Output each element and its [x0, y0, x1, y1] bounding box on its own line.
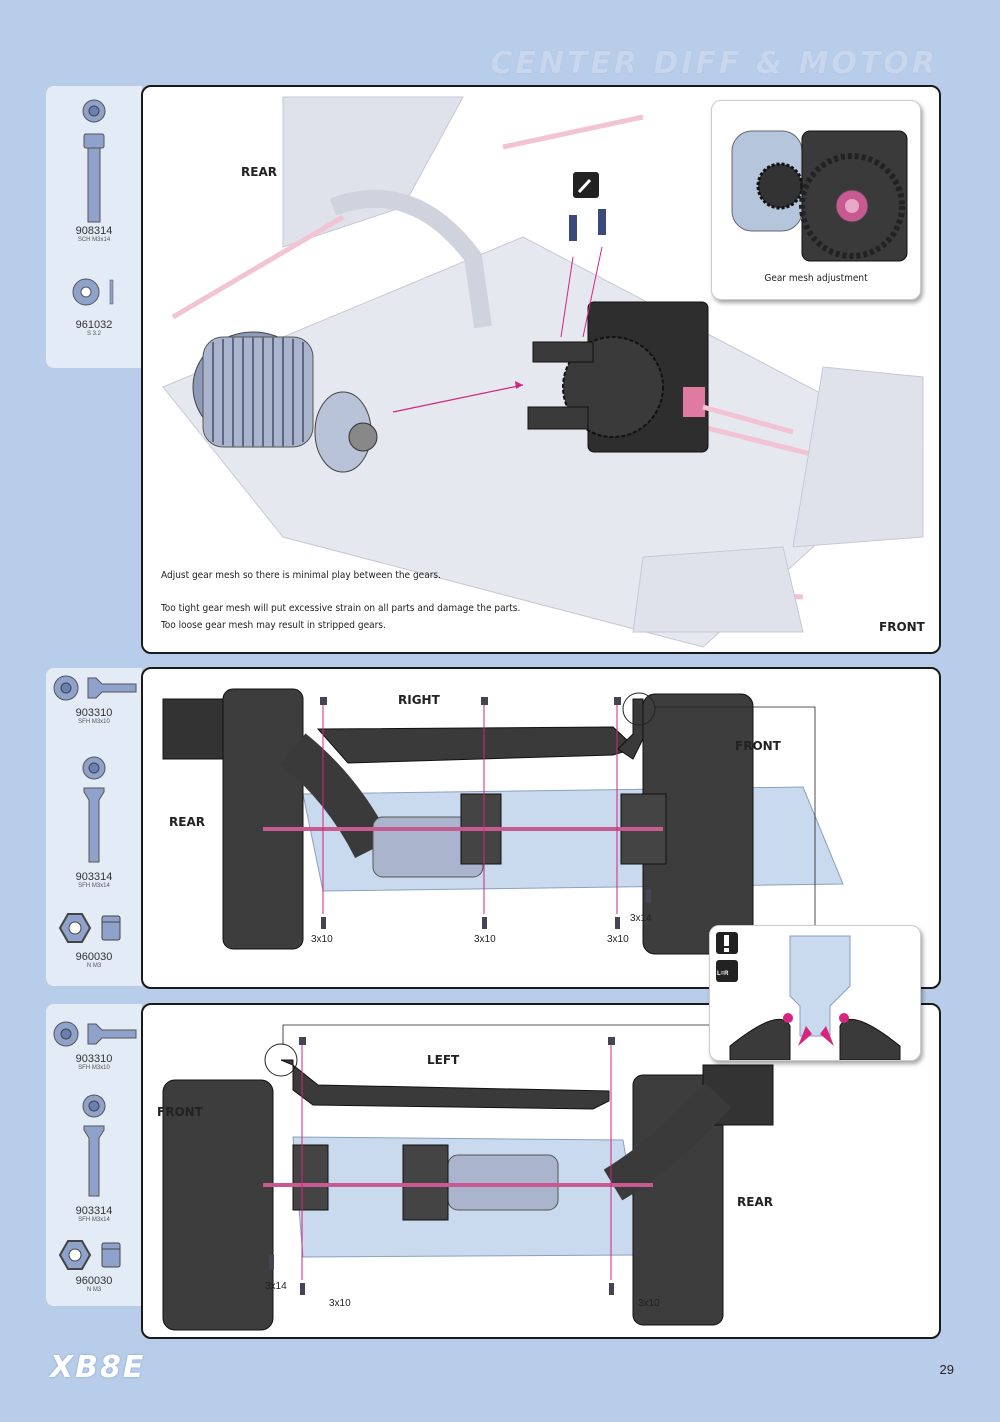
nut-icon — [58, 1240, 121, 1270]
screw-size-label: 3x10 — [474, 934, 496, 945]
part-screw-903314: 903314 SFH M3x14 — [46, 1092, 142, 1224]
note-gear-mesh-1: Adjust gear mesh so there is minimal pla… — [161, 570, 441, 581]
left-right-icon — [716, 960, 738, 982]
inset-caption: Gear mesh adjustment — [764, 273, 868, 284]
part-screw-903310: 903310 SFH M3x10 — [46, 674, 142, 726]
nut-icon — [58, 913, 121, 943]
flat-head-screw-icon — [53, 1021, 137, 1047]
step2-parts-sidebar: 903310 SFH M3x10 903314 SFH M3x14 960030… — [46, 668, 142, 986]
label-front: FRONT — [735, 739, 781, 753]
label-front: FRONT — [879, 620, 925, 634]
screw-size-label: 3x10 — [638, 1298, 660, 1309]
label-rear: REAR — [737, 1195, 773, 1209]
part-washer-961032: 961032 S 3.2 — [46, 274, 142, 338]
label-rear: REAR — [169, 815, 205, 829]
label-left: LEFT — [427, 1053, 460, 1067]
part-nut-960030: 960030 N M3 — [46, 912, 142, 970]
cap-screw-icon — [82, 99, 106, 223]
screw-size-label: 3x14 — [630, 913, 652, 924]
screw-size-label: 3x10 — [607, 934, 629, 945]
step3-parts-sidebar: 903310 SFH M3x10 903314 SFH M3x14 960030… — [46, 1004, 142, 1306]
gear-mesh-illustration — [731, 130, 908, 262]
tool-badge-icon — [573, 172, 599, 198]
gear-mesh-inset: Gear mesh adjustment — [711, 100, 921, 300]
screw-size-label: 3x14 — [265, 1281, 287, 1292]
brand-logo: XB8E — [50, 1350, 146, 1385]
part-screw-908314: 908314 SCH M3x14 — [46, 96, 142, 244]
flat-head-screw-icon — [53, 675, 137, 701]
screw-size-label: 3x10 — [311, 934, 333, 945]
label-front: FRONT — [157, 1105, 203, 1119]
screw-size-label: 3x10 — [329, 1298, 351, 1309]
flat-head-screw-icon — [82, 1094, 106, 1197]
step1-panel: REAR FRONT Adjust gear mesh so there is … — [141, 85, 941, 654]
note-gear-mesh-3: Too loose gear mesh may result in stripp… — [161, 620, 386, 631]
center-diff-icon — [527, 301, 794, 453]
chassis-left-side-illustration — [162, 1024, 774, 1331]
chassis-right-side-illustration — [162, 688, 844, 955]
part-nut-960030: 960030 N M3 — [46, 1240, 142, 1294]
chassis-motor-illustration — [162, 96, 924, 648]
page-number: 29 — [939, 1362, 954, 1377]
page-title: CENTER DIFF & MOTOR — [490, 46, 938, 81]
note-gear-mesh-2: Too tight gear mesh will put excessive s… — [161, 603, 521, 614]
motor-icon — [192, 331, 378, 473]
flat-head-screw-icon — [82, 756, 106, 863]
guard-mount-illustration — [716, 932, 901, 1060]
label-rear: REAR — [241, 165, 277, 179]
part-screw-903314: 903314 SFH M3x14 — [46, 754, 142, 890]
lr-badge-text: L=R — [717, 971, 729, 977]
washer-icon — [72, 278, 114, 306]
label-right: RIGHT — [398, 693, 440, 707]
step1-parts-sidebar: 908314 SCH M3x14 961032 S 3.2 — [46, 86, 142, 368]
left-right-inset: L=R — [709, 925, 921, 1061]
part-screw-903310: 903310 SFH M3x10 — [46, 1020, 142, 1072]
